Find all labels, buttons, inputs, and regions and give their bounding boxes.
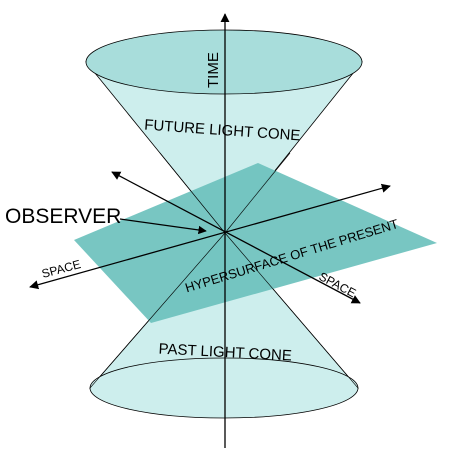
past-cone-rim: [89, 357, 359, 419]
future-cone-rim: [85, 29, 363, 95]
space-axis-2: [111, 171, 361, 304]
time-label: TIME: [205, 52, 222, 88]
space-label-left: SPACE: [40, 257, 82, 281]
observer-pointer-arrow: [119, 218, 207, 235]
observer-label: OBSERVER: [5, 205, 121, 228]
past-cone-label: PAST LIGHT CONE: [158, 341, 292, 365]
space-label-right: SPACE: [317, 269, 359, 300]
